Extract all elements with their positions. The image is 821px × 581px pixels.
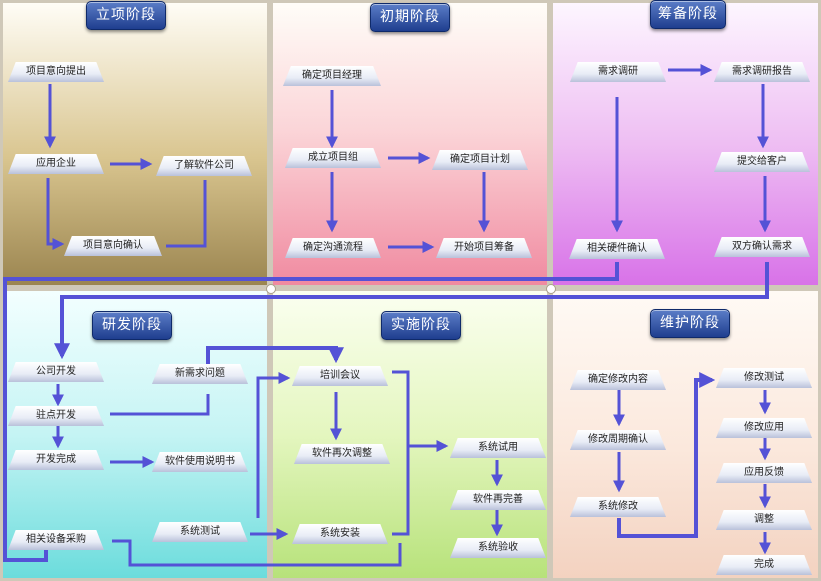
step-trial-run: 系统试用: [450, 438, 546, 458]
panel-joint-dot: [266, 284, 276, 294]
step-start-preparation: 开始项目筹备: [436, 238, 532, 258]
step-learn-software-company: 了解软件公司: [156, 156, 252, 176]
step-set-plan: 确定项目计划: [432, 150, 528, 170]
phase-title-weihu: 维护阶段: [650, 309, 730, 338]
panel-joint-dot: [546, 284, 556, 294]
step-onsite-dev: 驻点开发: [8, 406, 104, 426]
step-install: 系统安装: [292, 524, 388, 544]
step-acceptance: 系统验收: [450, 538, 546, 558]
step-modify-schedule: 修改周期确认: [570, 430, 666, 450]
step-system-test: 系统测试: [152, 522, 248, 542]
step-apply-enterprise: 应用企业: [8, 154, 104, 174]
step-needs-research: 需求调研: [570, 62, 666, 82]
step-project-confirm: 项目意向确认: [64, 236, 162, 256]
step-system-modify: 系统修改: [570, 497, 666, 517]
step-company-dev: 公司开发: [8, 362, 104, 382]
step-assign-manager: 确定项目经理: [283, 66, 381, 86]
phase-title-chuqi: 初期阶段: [370, 3, 450, 32]
step-set-communication: 确定沟通流程: [285, 238, 381, 258]
step-equipment-purchase: 相关设备采购: [8, 530, 104, 550]
step-submit-client: 提交给客户: [714, 152, 810, 172]
phase-title-choubei: 筹备阶段: [650, 0, 726, 29]
phase-title-yanfa: 研发阶段: [92, 311, 172, 340]
step-feedback: 应用反馈: [716, 463, 812, 483]
step-mutual-confirm: 双方确认需求: [714, 237, 810, 257]
step-improve: 软件再完善: [450, 490, 546, 510]
phase-title-shishi: 实施阶段: [381, 311, 461, 340]
step-project-proposal: 项目意向提出: [8, 62, 104, 82]
step-user-manual: 软件使用说明书: [152, 452, 248, 472]
step-form-team: 成立项目组: [285, 148, 381, 168]
step-training: 培训会议: [292, 366, 388, 386]
step-dev-complete: 开发完成: [8, 450, 104, 470]
step-modify-test: 修改测试: [716, 368, 812, 388]
step-modify-apply: 修改应用: [716, 418, 812, 438]
step-adjust: 调整: [716, 510, 812, 530]
step-complete: 完成: [716, 555, 812, 575]
step-research-report: 需求调研报告: [714, 62, 810, 82]
phase-title-lixiang: 立项阶段: [86, 1, 166, 30]
step-hardware-confirm: 相关硬件确认: [569, 239, 665, 259]
step-readjust: 软件再次调整: [294, 444, 390, 464]
step-modify-content: 确定修改内容: [570, 370, 666, 390]
step-new-requirements: 新需求问题: [152, 364, 248, 384]
